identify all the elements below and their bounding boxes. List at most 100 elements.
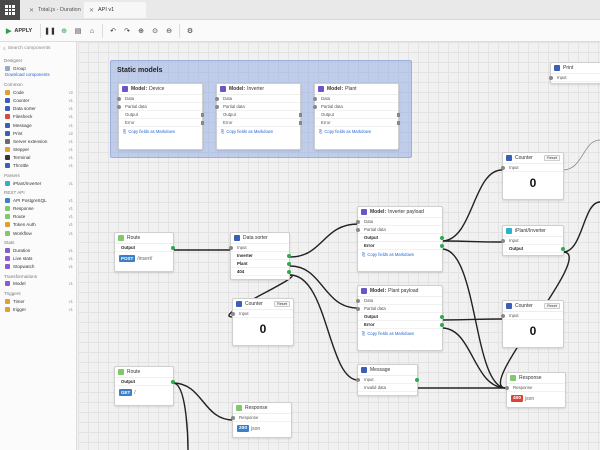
gear-icon[interactable]: ⚙ [186, 28, 194, 35]
message-icon [361, 367, 367, 373]
copy-markdown-link[interactable]: ⎘Copy fields as Markdown [319, 129, 372, 134]
model-inverter-node[interactable]: Model:Inverter Data Partial data Output … [215, 83, 302, 150]
data-port [117, 97, 121, 101]
code-icon [5, 89, 10, 95]
model-icon [361, 288, 367, 294]
parser-icon [5, 180, 10, 186]
section-common: Common [4, 82, 23, 88]
tab-api-v1[interactable]: ✕ API v1 [84, 2, 146, 18]
reset-button[interactable]: Reset [544, 303, 560, 309]
model-icon [220, 86, 226, 92]
response-icon [510, 375, 516, 381]
apps-grid-icon[interactable] [0, 0, 20, 20]
route-get-node[interactable]: Route Output GET/ [114, 366, 175, 406]
copy-markdown-link[interactable]: ⎘Copy fields as Markdown [123, 129, 176, 134]
message-node[interactable]: Message Input Invalid data [356, 364, 419, 396]
flow-canvas[interactable]: Static models Model:Device Data Partial … [78, 42, 600, 450]
undo-icon[interactable]: ↶ [110, 28, 116, 35]
zoom-in-icon[interactable]: ⊕ [138, 28, 144, 35]
search-input[interactable]: Search components [7, 46, 51, 51]
model-plant-node[interactable]: Model:Plant Data Partial data Output Err… [313, 83, 400, 150]
counter-value: 0 [529, 176, 537, 190]
connection-wires [172, 139, 600, 450]
zoom-out-icon[interactable]: ⊖ [166, 28, 172, 35]
output-port [201, 113, 204, 117]
timer-icon [5, 298, 10, 304]
group-title: Static models [117, 67, 163, 74]
stopwatch-icon [5, 264, 10, 270]
section-triggers: Triggers [4, 290, 21, 296]
counter-value: 0 [259, 322, 267, 336]
route-post-node[interactable]: Route Output POST/insert/ [114, 232, 175, 272]
sidebar-item-group[interactable]: Group [0, 64, 76, 72]
tab-bar: ✕ Total.js - Duration ✕ API v1 [0, 0, 600, 20]
building-icon[interactable]: ⌂ [89, 27, 95, 35]
key-icon [5, 222, 10, 228]
copy-markdown-link[interactable]: ⎘Copy fields as Markdown [221, 129, 274, 134]
reset-button[interactable]: Reset [544, 155, 560, 161]
tab-duration[interactable]: ✕ Total.js - Duration [29, 7, 81, 14]
print-node[interactable]: Print Input [549, 62, 600, 84]
counter-icon [5, 97, 10, 103]
data-sorter-node[interactable]: Data sorter Input Inverter Plant 404 [229, 232, 291, 280]
model-device-node[interactable]: Model:Device Data Partial data Output Er… [117, 83, 204, 150]
sorter-icon [234, 235, 240, 241]
reset-button[interactable]: Reset [274, 301, 290, 307]
counter-icon [506, 155, 512, 161]
plant-payload-node[interactable]: Model:Plant payload Data Partial data Ou… [356, 285, 444, 351]
server-icon [5, 138, 10, 144]
pause-icon[interactable]: ❚❚ [44, 28, 56, 35]
link-icon: ⎘ [362, 331, 366, 336]
inverter-payload-node[interactable]: Model:Inverter payload Data Partial data… [356, 206, 444, 272]
iplant-inverter-node[interactable]: iPlant/Inverter Input Output [501, 225, 565, 256]
message-icon [5, 122, 10, 128]
close-icon[interactable]: ✕ [29, 7, 35, 14]
redo-icon[interactable]: ↷ [124, 28, 130, 35]
add-icon[interactable]: ⊕ [61, 28, 67, 35]
link-icon: ⎘ [362, 252, 366, 257]
download-components-link[interactable]: Download components [5, 72, 50, 78]
model-icon [5, 281, 10, 287]
database-icon [5, 197, 10, 203]
play-icon: ▶ [6, 28, 12, 35]
apply-button[interactable]: ▶ APPLY [6, 28, 33, 35]
clipboard-icon[interactable]: ▤ [74, 28, 82, 35]
route-icon [118, 369, 124, 375]
copy-markdown-link[interactable]: ⎘Copy fields as Markdown [362, 331, 415, 336]
toolbar: ▶ APPLY ❚❚ ⊕ ▤ ⌂ ↶ ↷ ⊕ ⊙ ⊖ ⚙ [0, 20, 600, 42]
close-icon[interactable]: ✕ [89, 7, 95, 14]
copy-markdown-link[interactable]: ⎘Copy fields as Markdown [362, 252, 415, 257]
search-box[interactable]: ⌕ Search components [3, 44, 73, 53]
counter-value: 0 [529, 324, 537, 338]
zoom-reset-icon[interactable]: ⊙ [152, 28, 158, 35]
section-transformations: Transformations [4, 273, 38, 279]
clock-icon [5, 247, 10, 253]
